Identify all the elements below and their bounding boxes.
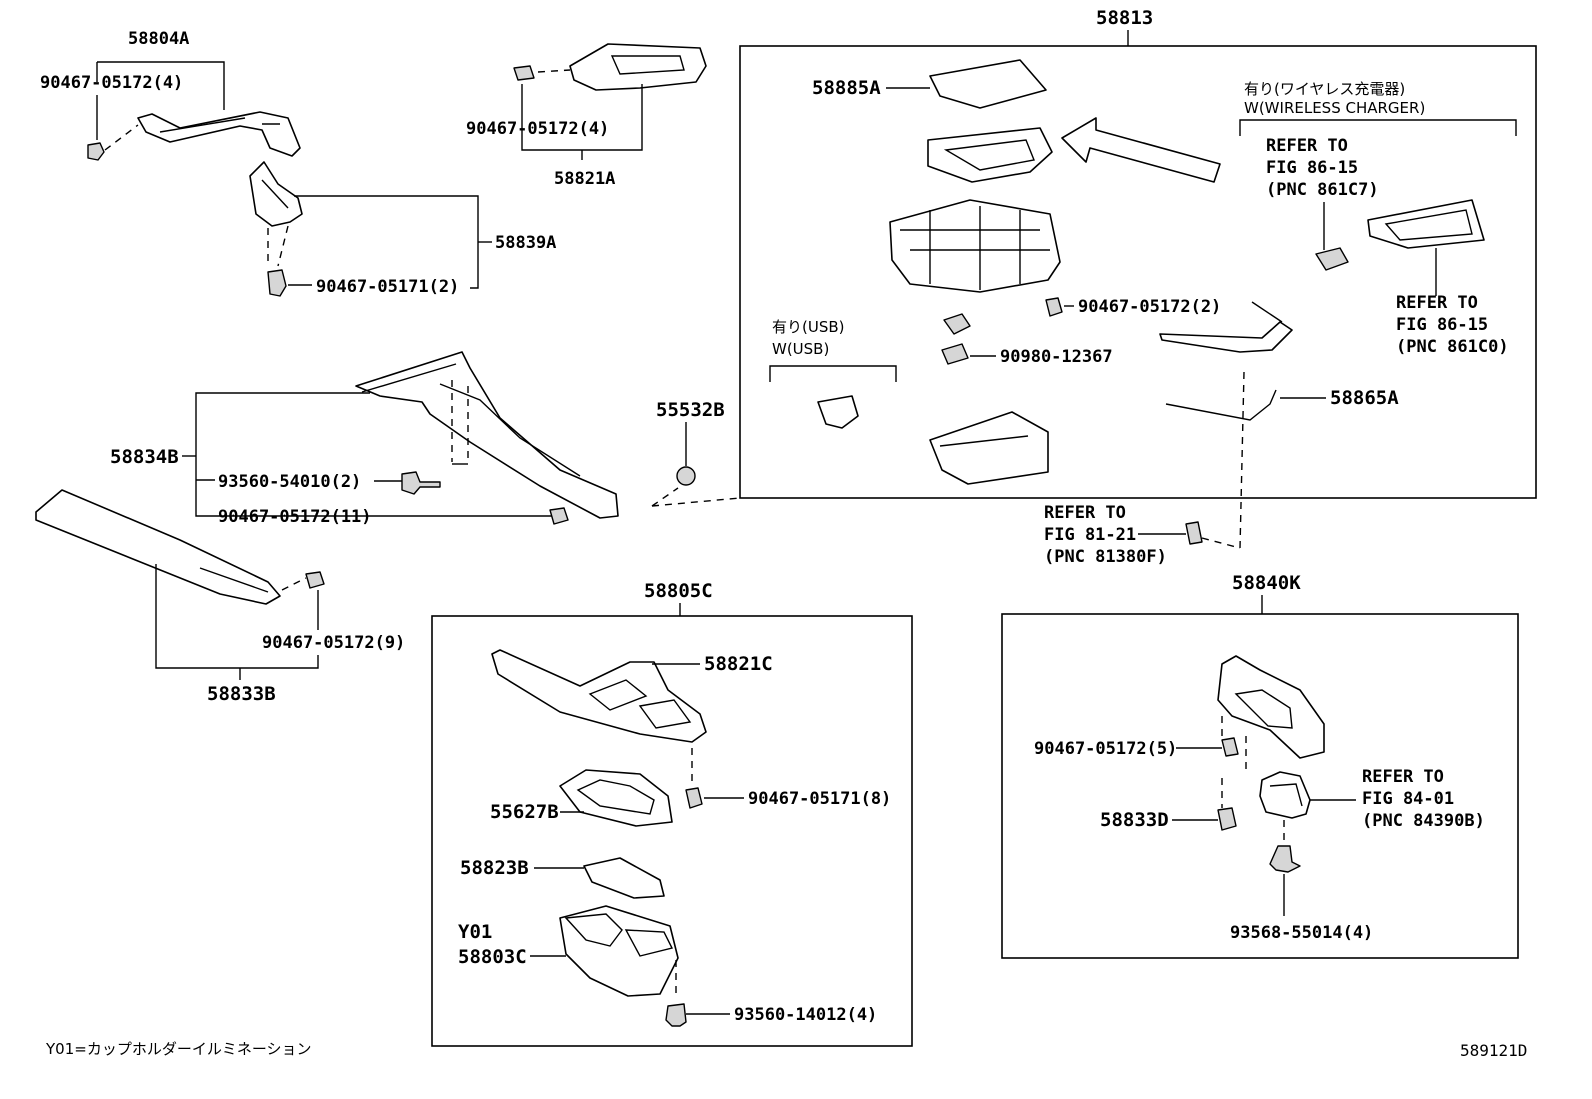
- label-90467-05172-11[interactable]: 90467-05172(11): [218, 507, 372, 527]
- label-90467-05172-5[interactable]: 90467-05172(5): [1034, 739, 1177, 759]
- bezel-58821C: [491, 649, 707, 743]
- label-Y01[interactable]: Y01: [458, 921, 492, 943]
- arrow-direction: [1061, 117, 1221, 183]
- ref1-line3[interactable]: (PNC 861C7): [1266, 180, 1379, 200]
- frame-lower: [889, 199, 1061, 293]
- usb-en: W(USB): [772, 340, 829, 358]
- label-90467-05172-2[interactable]: 90467-05172(2): [1078, 297, 1221, 317]
- group-58821A: 90467-05172(4) 58821A: [466, 43, 707, 189]
- clip-58833D: [1217, 807, 1237, 831]
- cup-holder-ring-55627B: [559, 769, 673, 827]
- label-58823B[interactable]: 58823B: [460, 857, 529, 879]
- console-side-panel-58834B: [355, 351, 619, 519]
- ref4-line3[interactable]: (PNC 84390B): [1362, 811, 1485, 831]
- wireless-en: W(WIRELESS CHARGER): [1244, 99, 1425, 117]
- cup-holder-58803C: [559, 905, 679, 997]
- panel-58839A: [249, 161, 303, 227]
- clip-aux: [943, 313, 971, 335]
- label-58840K[interactable]: 58840K: [1232, 572, 1301, 594]
- mat-58885A: [929, 59, 1047, 109]
- sensor-81380F: [1185, 521, 1203, 545]
- label-58865A[interactable]: 58865A: [1330, 387, 1399, 409]
- group-55532B: 55532B: [651, 399, 741, 507]
- group-58840K: 58840K 90467-05172(5) 58833D REFER TO FI…: [1001, 572, 1519, 959]
- group-58813: 58813 58885A 90467-05172(2) 90980-12367 …: [739, 7, 1537, 549]
- label-55532B[interactable]: 55532B: [656, 399, 725, 421]
- label-58821A[interactable]: 58821A: [554, 169, 615, 189]
- ref2-line3[interactable]: (PNC 861C0): [1396, 337, 1509, 357]
- wireless-connector: [1315, 247, 1349, 271]
- clip-part: [87, 142, 105, 161]
- screw-93560-54010: [401, 471, 441, 495]
- ref1-line2[interactable]: FIG 86-15: [1266, 158, 1358, 178]
- ref4-line2[interactable]: FIG 84-01: [1362, 789, 1454, 809]
- group-ref-81-21: REFER TO FIG 81-21 (PNC 81380F): [1044, 503, 1241, 567]
- label-58833D[interactable]: 58833D: [1100, 809, 1169, 831]
- shift-bezel-58840K: [1217, 655, 1325, 759]
- trim-strip-58804A: [137, 111, 301, 157]
- ref4-line1[interactable]: REFER TO: [1362, 767, 1444, 787]
- label-58839A[interactable]: 58839A: [495, 233, 556, 253]
- label-90467-05172-4-b[interactable]: 90467-05172(4): [466, 119, 609, 139]
- storage-tray: [929, 411, 1049, 485]
- label-58821C[interactable]: 58821C: [704, 653, 773, 675]
- label-58833B[interactable]: 58833B: [207, 683, 276, 705]
- label-90467-05172-4-a[interactable]: 90467-05172(4): [40, 73, 183, 93]
- label-58803C[interactable]: 58803C: [458, 946, 527, 968]
- clip-90467-05172-9: [305, 571, 325, 589]
- wireless-jp: 有り(ワイヤレス充電器): [1244, 80, 1405, 98]
- label-58813[interactable]: 58813: [1096, 7, 1153, 29]
- usb-port: [817, 395, 859, 429]
- ref3-line3[interactable]: (PNC 81380F): [1044, 547, 1167, 567]
- ref3-line1[interactable]: REFER TO: [1044, 503, 1126, 523]
- group-58804A: 58804A 90467-05172(4): [40, 29, 301, 161]
- footnote: Y01=カップホルダーイルミネーション: [45, 1040, 312, 1058]
- clip-90467-05172-2: [1045, 297, 1063, 317]
- ref2-line2[interactable]: FIG 86-15: [1396, 315, 1488, 335]
- group-58834B: 58834B 93560-54010(2) 90467-05172(11): [110, 351, 619, 527]
- label-58805C[interactable]: 58805C: [644, 580, 713, 602]
- clip-90467-05171-8: [685, 787, 703, 809]
- group-58839A: 58839A 90467-05171(2): [249, 161, 556, 297]
- label-58885A[interactable]: 58885A: [812, 77, 881, 99]
- shift-unit-84390B: [1259, 771, 1311, 819]
- ref1-line1[interactable]: REFER TO: [1266, 136, 1348, 156]
- clip-90467-05172-11: [549, 507, 569, 525]
- label-55627B[interactable]: 55627B: [490, 801, 559, 823]
- label-58804A[interactable]: 58804A: [128, 29, 189, 49]
- mat-58823B: [583, 857, 665, 899]
- tray-upper: [927, 127, 1053, 183]
- label-90980-12367[interactable]: 90980-12367: [1000, 347, 1113, 367]
- box-58813: [739, 45, 1537, 499]
- clip-58821A: [513, 65, 535, 81]
- box-58805C: [431, 615, 913, 1047]
- trim-strip-58833B: [35, 489, 281, 605]
- ref3-line2[interactable]: FIG 81-21: [1044, 525, 1136, 545]
- clip-90467-05171: [267, 269, 287, 297]
- group-58833B: 90467-05172(9) 58833B: [35, 489, 405, 705]
- group-58805C: 58805C 58821C 90467-05171(8) 55627B 5882…: [431, 580, 913, 1047]
- ref2-line1[interactable]: REFER TO: [1396, 293, 1478, 313]
- label-90467-05171-8[interactable]: 90467-05171(8): [748, 789, 891, 809]
- label-58834B[interactable]: 58834B: [110, 446, 179, 468]
- box-58840K: [1001, 613, 1519, 959]
- label-93560-14012-4[interactable]: 93560-14012(4): [734, 1005, 877, 1025]
- screw-93560-14012: [665, 1003, 687, 1027]
- panel-58821A: [569, 43, 707, 91]
- label-90467-05172-9[interactable]: 90467-05172(9): [262, 633, 405, 653]
- label-93560-54010-2[interactable]: 93560-54010(2): [218, 472, 361, 492]
- screw-93568-55014: [1269, 845, 1301, 873]
- label-90467-05171-2[interactable]: 90467-05171(2): [316, 277, 459, 297]
- wire-harness: [1159, 321, 1293, 353]
- clip-90467-05172-5: [1221, 737, 1239, 757]
- plug-55532B: [676, 466, 696, 486]
- usb-jp: 有り(USB): [772, 318, 845, 336]
- bulb-90980-12367: [941, 343, 969, 365]
- label-93568-55014-4[interactable]: 93568-55014(4): [1230, 923, 1373, 943]
- diagram-code: 589121D: [1460, 1041, 1527, 1060]
